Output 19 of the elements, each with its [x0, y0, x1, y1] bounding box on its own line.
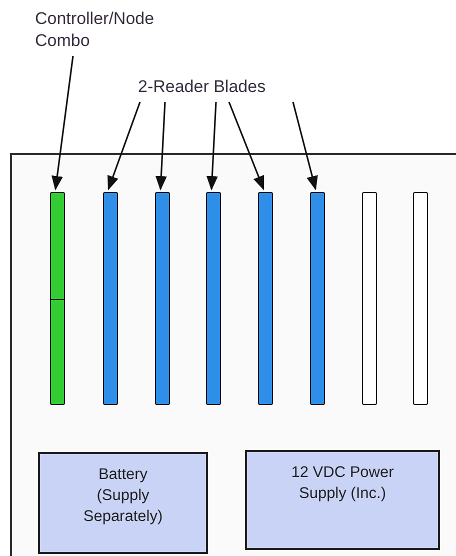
leader-arrow	[228, 102, 264, 190]
leader-arrow	[292, 102, 318, 190]
leader-arrow	[51, 56, 74, 190]
controller-blade	[50, 192, 65, 405]
reader-blade	[155, 192, 170, 405]
reader-blade	[310, 192, 325, 405]
reader-blade	[206, 192, 221, 405]
empty-slot	[413, 192, 428, 405]
callout-label: 2-Reader Blades	[138, 76, 358, 100]
enclosure-panel	[10, 153, 456, 556]
reader-blade	[103, 192, 118, 405]
leader-arrow	[206, 102, 218, 190]
leader-arrow	[155, 102, 167, 190]
power-supply-box: 12 VDC Power Supply (Inc.)	[245, 450, 440, 550]
empty-slot	[362, 192, 377, 405]
leader-arrow	[108, 102, 141, 190]
callout-label: Controller/Node Combo	[35, 8, 175, 54]
reader-blade	[258, 192, 273, 405]
battery-box: Battery (Supply Separately)	[38, 452, 208, 554]
